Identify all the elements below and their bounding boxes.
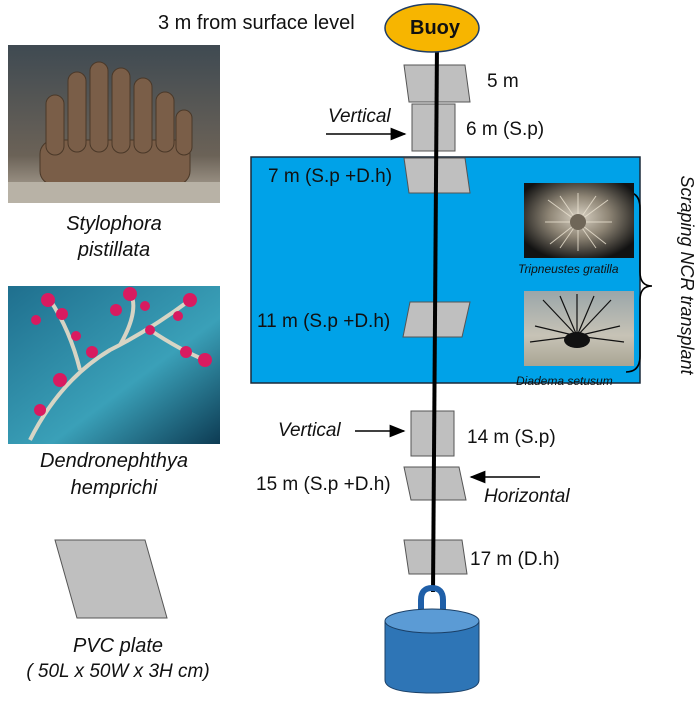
depth-label-6m: 6 m (S.p) [466, 119, 545, 140]
vertical-bottom-label: Vertical [278, 420, 341, 441]
scraping-bracket [625, 191, 653, 373]
surface-label: 3 m from surface level [158, 12, 355, 34]
diadema-photo [524, 291, 634, 366]
buoy [384, 3, 480, 53]
plate-6m [411, 103, 456, 152]
anchor-weight [384, 584, 480, 694]
coral1-name-line2: pistillata [77, 239, 151, 261]
stylophora-photo [8, 45, 220, 203]
depth-label-11m: 11 m (S.p +D.h) [257, 311, 391, 332]
depth-label-17m: 17 m (D.h) [470, 549, 560, 570]
pvc-plate-label-line1: PVC plate [72, 635, 164, 657]
rope [431, 43, 439, 593]
depth-label-5m: 5 m [487, 71, 519, 92]
dendronephthya-photo [8, 286, 220, 444]
urchin-label-diadema: Diadema setusum [516, 374, 613, 388]
pvc-plate-label-line2: ( 50L x 50W x 3H cm) [26, 661, 210, 682]
scraping-label: Scraping NCR transplant [677, 175, 697, 375]
depth-label-14m: 14 m (S.p) [467, 427, 556, 448]
buoy-label: Buoy [410, 17, 460, 39]
legend-pvc-plate [54, 539, 168, 619]
coral1-name-line1: Stylophora [66, 213, 162, 235]
coral2-name-line1: Dendronephthya [40, 450, 188, 472]
depth-label-7m: 7 m (S.p +D.h) [268, 166, 393, 187]
urchin-label-tripneustes: Tripneustes gratilla [518, 262, 619, 276]
tripneustes-photo [524, 183, 634, 258]
plate-17m [403, 539, 468, 575]
depth-label-15m: 15 m (S.p +D.h) [256, 474, 391, 495]
horizontal-label: Horizontal [484, 486, 570, 507]
coral2-name-line2: hemprichi [70, 477, 158, 499]
vertical-top-label: Vertical [328, 106, 391, 127]
